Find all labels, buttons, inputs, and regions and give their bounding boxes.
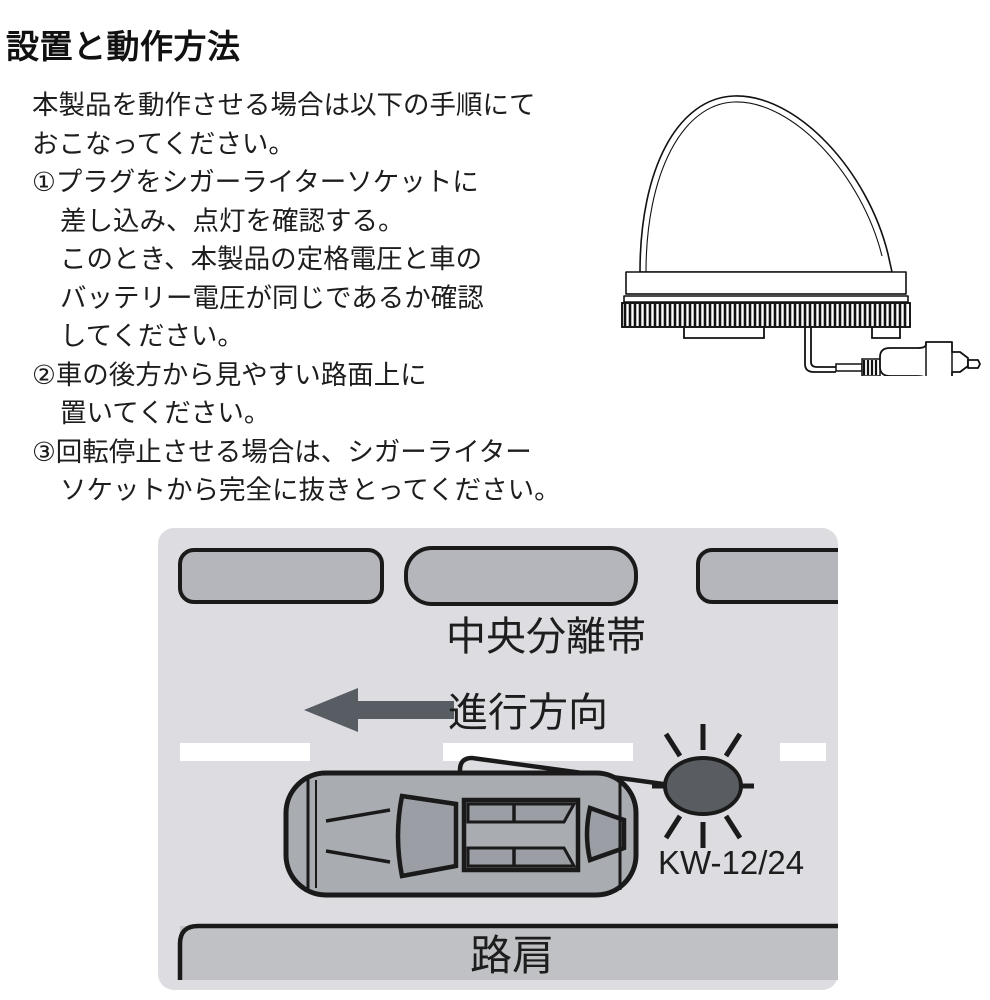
- car-hood-crease: [325, 849, 391, 864]
- instruction-line-step-2: ②車の後方から見やすい路面上に: [32, 359, 427, 390]
- median-block: [696, 548, 838, 604]
- mounting-feet: [683, 327, 901, 339]
- page-title: 設置と動作方法: [6, 28, 241, 66]
- car-top-view: [283, 770, 639, 898]
- car-body: [283, 770, 639, 898]
- median-block: [404, 546, 638, 606]
- cable-connector: [835, 358, 881, 376]
- instruction-line: このとき、本製品の定格電圧と車の: [60, 244, 483, 274]
- road-placement-diagram: 中央分離帯 進行方向: [158, 528, 838, 990]
- base-collar: [625, 271, 907, 295]
- lane-dash: [780, 743, 826, 761]
- model-label: KW-12/24: [658, 844, 804, 881]
- car-side-window: [466, 846, 577, 868]
- cigarette-lighter-plug: [879, 341, 981, 376]
- beacon-lamp-drawing: [621, 95, 981, 376]
- dome-inner-line: [645, 101, 883, 273]
- direction-label: 進行方向: [448, 691, 608, 735]
- direction-arrow-icon: [304, 688, 454, 732]
- car-windshield: [395, 793, 459, 879]
- median-strip-blocks: [178, 546, 838, 606]
- road-diagram-drawing: 中央分離帯 進行方向: [158, 528, 838, 990]
- instruction-line: バッテリー電圧が同じであるか確認: [60, 282, 484, 313]
- instruction-text-block: 本製品を動作させる場合は以下の手順にて おこなってください。 ①プラグをシガーラ…: [32, 86, 612, 510]
- lane-dash: [443, 743, 633, 761]
- instruction-line: 差し込み、点灯を確認する。: [60, 205, 405, 236]
- car-rear-window: [584, 805, 627, 863]
- shoulder-border: [177, 923, 838, 980]
- dome-lens-outline: [639, 95, 893, 273]
- median-block: [178, 548, 384, 604]
- lane-dash: [180, 743, 310, 761]
- base-band: [623, 295, 909, 303]
- car-hood-crease: [325, 808, 391, 823]
- instruction-line: 本製品を動作させる場合は以下の手順にて: [32, 90, 536, 120]
- lane-dashed-markings: [180, 743, 826, 761]
- instruction-line: してください。: [60, 321, 244, 351]
- beacon-marker: [652, 724, 754, 848]
- product-illustration: [600, 76, 990, 376]
- instruction-line: おこなってください。: [32, 128, 295, 159]
- power-cable: [804, 327, 836, 373]
- instruction-line: 置いてください。: [60, 398, 271, 428]
- beacon-cable: [457, 755, 681, 789]
- car-side-window: [466, 802, 577, 824]
- instruction-line: ソケットから完全に抜きとってください。: [60, 475, 561, 505]
- ribbed-base-ring: [621, 302, 911, 328]
- beacon-lamp-icon: [663, 756, 743, 816]
- instruction-line-step-3: ③回転停止させる場合は、シガーライター: [32, 436, 532, 467]
- shoulder-label: 路肩: [470, 932, 554, 979]
- shoulder-band: [180, 926, 838, 980]
- instruction-line-step-1: ①プラグをシガーライターソケットに: [32, 167, 479, 197]
- median-label: 中央分離帯: [446, 615, 646, 659]
